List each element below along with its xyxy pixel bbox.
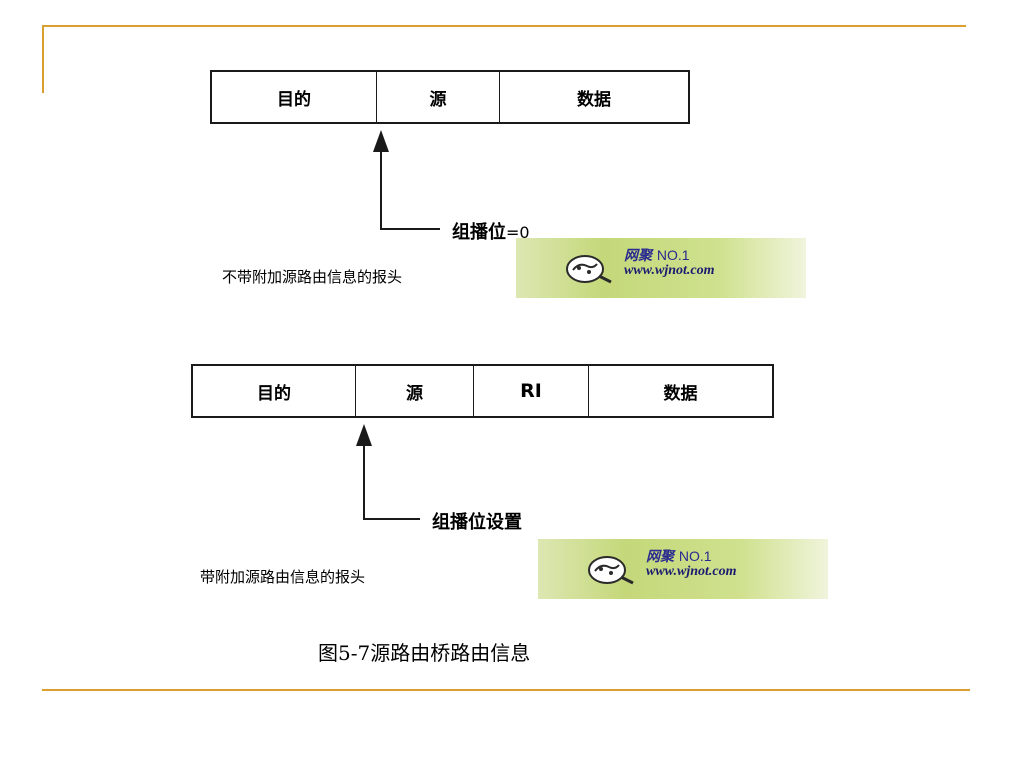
watermark-badge-2: 网聚 NO.1 www.wjnot.com [538, 539, 828, 599]
multicast-bit-label-1: 组播位=0 [452, 222, 530, 243]
wjnot-logo-icon [566, 255, 612, 284]
field-data: 数据 [663, 383, 698, 404]
multicast-bit-pointer-1 [380, 147, 440, 230]
watermark-url: www.wjnot.com [646, 564, 737, 579]
multicast-bit-pointer-2 [363, 441, 420, 520]
watermark-url: www.wjnot.com [624, 263, 715, 278]
figure-caption: 图5-7源路由桥路由信息 [318, 641, 531, 665]
watermark-site-name: 网聚 NO.1 [646, 548, 712, 565]
field-source: 源 [356, 366, 474, 416]
arrow-head-1 [373, 130, 389, 152]
header-frame-2: 目的 源 RI 数据 [191, 364, 774, 418]
field-destination: 目的 [212, 72, 377, 122]
field-routing-info: RI [474, 366, 589, 416]
field-destination: 目的 [193, 366, 356, 416]
watermark-site-name: 网聚 NO.1 [624, 247, 690, 264]
multicast-bit-label-2: 组播位设置 [432, 512, 522, 533]
header-frame-1: 目的 源 数据 [210, 70, 690, 124]
multicast-bit-value: =0 [506, 223, 530, 242]
arrow-head-2 [356, 424, 372, 446]
top-rule [42, 25, 966, 27]
left-rule [42, 25, 44, 93]
field-source: 源 [377, 72, 500, 122]
bottom-rule [42, 689, 970, 691]
caption-with-routing-info: 带附加源路由信息的报头 [200, 568, 366, 586]
wjnot-logo-icon [588, 556, 634, 585]
caption-no-routing-info: 不带附加源路由信息的报头 [222, 268, 403, 286]
field-data: 数据 [577, 89, 611, 110]
watermark-badge-1: 网聚 NO.1 www.wjnot.com [516, 238, 806, 298]
